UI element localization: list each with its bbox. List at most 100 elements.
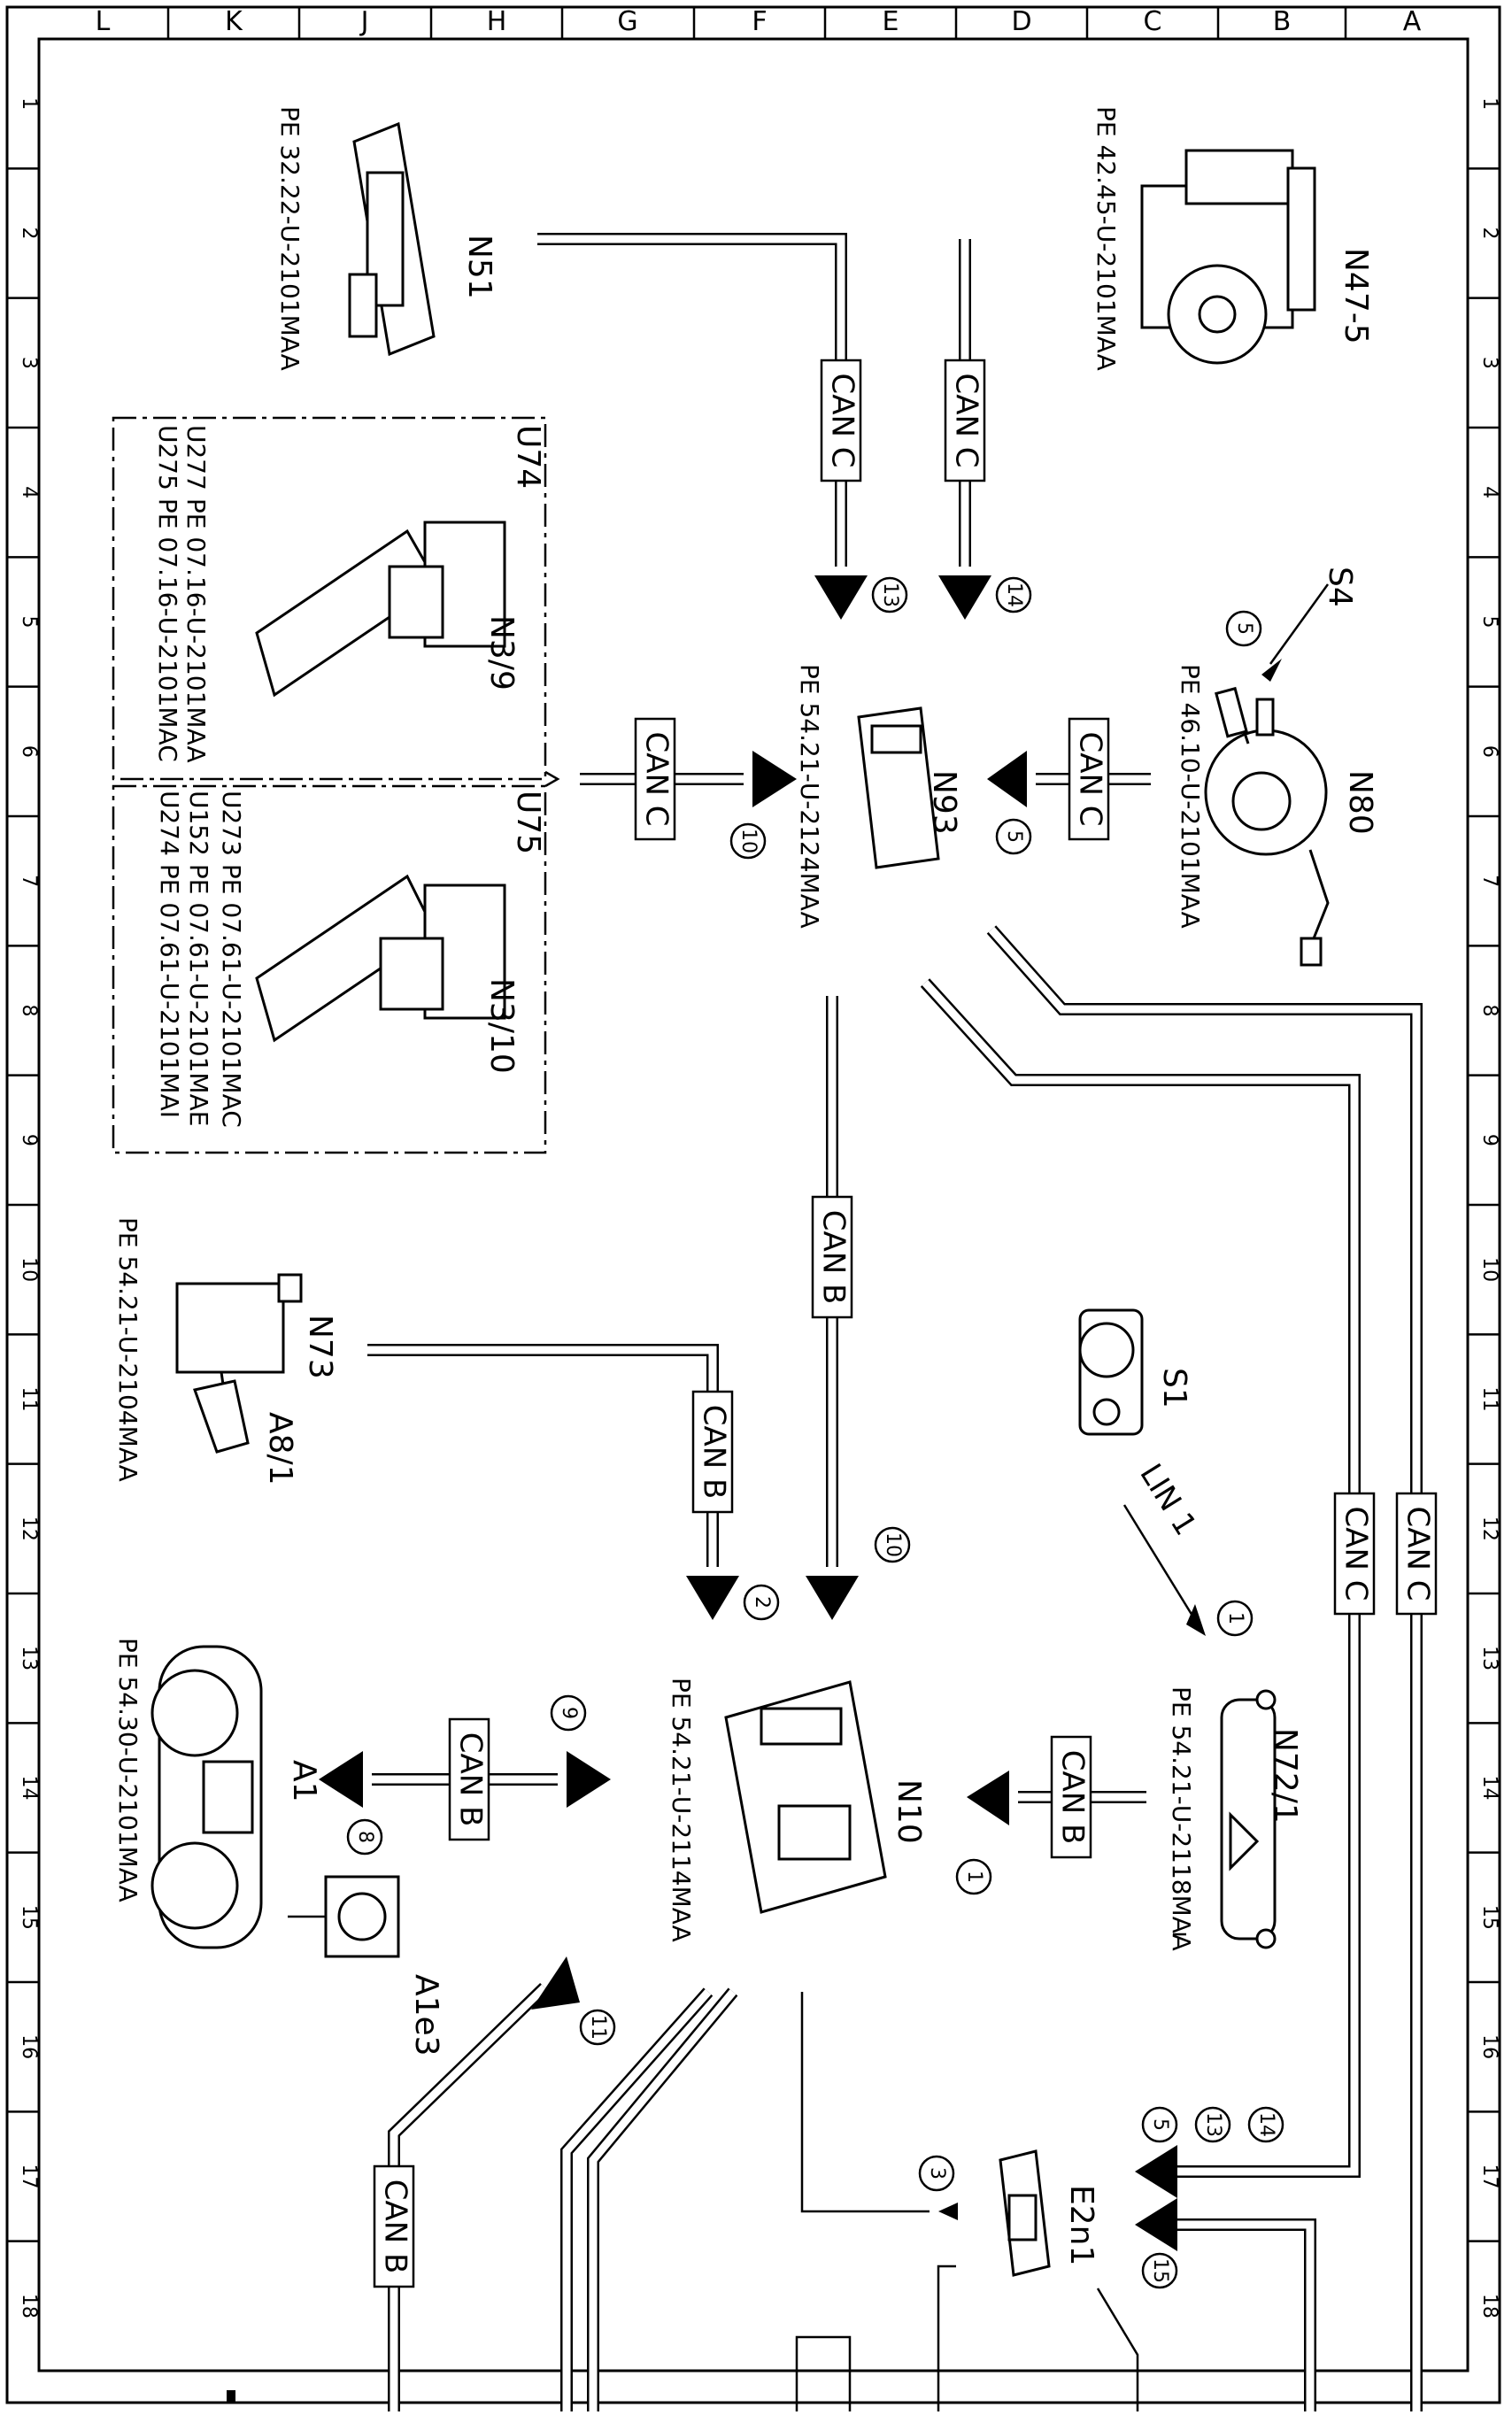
connection-number: 2 xyxy=(743,1584,780,1621)
arrow-canb-lower xyxy=(531,1956,580,2010)
row-number-right: 13 xyxy=(1478,1646,1500,1670)
connection-number-text: 5 xyxy=(1233,622,1255,635)
connection-number: 14 xyxy=(995,576,1032,613)
pe-ref-n93: PE 54.21-U-2124MAA xyxy=(795,664,824,929)
connection-number-text: 13 xyxy=(879,583,901,607)
grid-letter-e: E xyxy=(883,6,899,37)
row-number-right: 7 xyxy=(1478,875,1500,887)
connection-number-text: 5 xyxy=(1003,830,1025,843)
row-number-left: 17 xyxy=(18,2164,40,2189)
bus-label-text: CAN B xyxy=(453,1732,489,1827)
row-number-right: 9 xyxy=(1478,1134,1500,1146)
connection-number: 13 xyxy=(871,576,908,613)
connection-number-text: 9 xyxy=(558,1707,580,1719)
arrow-to-n10 xyxy=(567,1751,611,1808)
row-number-left: 13 xyxy=(18,1646,40,1670)
row-number-left: 16 xyxy=(18,2034,40,2059)
arrow-lin1 xyxy=(1186,1604,1206,1636)
connection-number: 13 xyxy=(1194,2106,1231,2143)
row-number-left: 9 xyxy=(18,1134,40,1146)
label-s4: S4 xyxy=(1322,567,1358,607)
grid-letter-d: D xyxy=(1011,6,1031,37)
arrow-e2n1-in-1 xyxy=(1135,2145,1177,2198)
row-number-right: 14 xyxy=(1478,1776,1500,1801)
pe-ref-n73: PE 54.21-U-2104MAA xyxy=(113,1217,143,1482)
arrow-e2n1-in-2 xyxy=(1135,2198,1177,2251)
pe-ref-u74-line: U277 PE 07.16-U-2101MAA xyxy=(181,425,211,763)
n51-module-icon xyxy=(348,121,436,357)
row-number-left: 11 xyxy=(18,1387,40,1412)
row-number-right: 16 xyxy=(1478,2034,1500,2059)
pe-ref-u75-line: U273 PE 07.61-U-2101MAC xyxy=(217,791,246,1128)
row-number-right: 15 xyxy=(1478,1905,1500,1930)
row-number-left: 2 xyxy=(18,228,40,240)
pe-ref-u74-line: U275 PE 07.16-U-2101MAC xyxy=(153,425,182,762)
wire-to-e2n1 xyxy=(800,1992,930,2213)
a1-instrument-cluster-icon xyxy=(150,1645,263,1949)
wires xyxy=(367,233,1423,2411)
pe-ref-n80: PE 46.10-U-2101MAA xyxy=(1176,664,1205,929)
bus-label-can-c-right-1: CAN C xyxy=(1395,1492,1438,1616)
e2n1-headlamp-module-icon xyxy=(999,2149,1051,2277)
arrow-n51-in xyxy=(814,575,868,620)
bus-label-text: CAN C xyxy=(1338,1507,1374,1601)
row-number-right: 1 xyxy=(1478,97,1500,110)
bus-label-text: CAN B xyxy=(816,1210,852,1305)
row-number-right: 2 xyxy=(1478,228,1500,240)
arrow-n3-in xyxy=(752,751,797,807)
row-number-right: 3 xyxy=(1478,357,1500,369)
row-number-left: 4 xyxy=(18,486,40,498)
connection-number-text: 14 xyxy=(1003,583,1025,607)
label-a1e3: A1e3 xyxy=(408,1974,444,2056)
row-number-right: 18 xyxy=(1478,2294,1500,2319)
row-number-left: 14 xyxy=(18,1776,40,1801)
n10-sam-module-icon xyxy=(724,1680,887,1914)
arrow-n73-n10 xyxy=(686,1576,739,1620)
pe-ref-n72-1: PE 54.21-U-2118MAA xyxy=(1167,1686,1196,1951)
bus-label-can-c-n3: CAN C xyxy=(634,717,676,841)
arrow-n80-in xyxy=(987,751,1027,807)
n72-1-switch-panel-icon xyxy=(1220,1689,1277,1949)
row-number-left: 1 xyxy=(18,97,40,110)
arrow-n47-in xyxy=(938,575,991,620)
row-number-right: 6 xyxy=(1478,745,1500,758)
connection-number: 5 xyxy=(1141,2106,1178,2143)
label-n47-5: N47-5 xyxy=(1338,248,1374,344)
row-number-right: 5 xyxy=(1478,616,1500,629)
pe-ref-a1: PE 54.30-U-2101MAA xyxy=(113,1638,143,1902)
row-number-left: 12 xyxy=(18,1516,40,1541)
row-number-left: 10 xyxy=(18,1257,40,1282)
bus-label-can-c-right-2: CAN C xyxy=(1333,1492,1376,1616)
row-number-left: 6 xyxy=(18,745,40,758)
sheet-mark xyxy=(227,2390,235,2403)
connection-number: 15 xyxy=(1141,2252,1178,2289)
connection-number-text: 2 xyxy=(751,1596,773,1609)
bus-label-can-c-n47: CAN C xyxy=(944,359,986,482)
row-number-right: 10 xyxy=(1478,1257,1500,1282)
label-n51: N51 xyxy=(461,235,498,299)
bus-label-text: CAN C xyxy=(1400,1507,1436,1601)
connection-number-text: 15 xyxy=(1149,2258,1171,2283)
bus-label-lin-1: LIN 1 xyxy=(1132,1458,1203,1542)
n73-ignition-switch-icon xyxy=(175,1273,303,1454)
grid-letter-f: F xyxy=(752,6,767,37)
n93-gateway-icon xyxy=(857,706,940,869)
connection-number-text: 1 xyxy=(963,1871,985,1883)
bus-label-can-b-n73: CAN B xyxy=(691,1390,734,1514)
bus-label-can-b-n72: CAN B xyxy=(1050,1735,1092,1859)
arrow-thin-e2n1 xyxy=(938,2203,958,2220)
connection-number: 8 xyxy=(346,1818,383,1856)
label-s1: S1 xyxy=(1156,1368,1192,1408)
bus-label-text: CAN C xyxy=(639,732,675,827)
grid-letter-l: L xyxy=(96,6,111,37)
bus-label-text: CAN C xyxy=(1073,732,1108,827)
row-number-right: 8 xyxy=(1478,1005,1500,1017)
pe-ref-u75-line: U274 PE 07.61-U-2101MAI xyxy=(155,791,184,1118)
connection-number-text: 11 xyxy=(587,2015,609,2040)
arrow-n93-n10 xyxy=(806,1576,859,1620)
a1e3-indicator-icon xyxy=(324,1875,400,1958)
n80-steering-module-icon xyxy=(1204,686,1330,967)
